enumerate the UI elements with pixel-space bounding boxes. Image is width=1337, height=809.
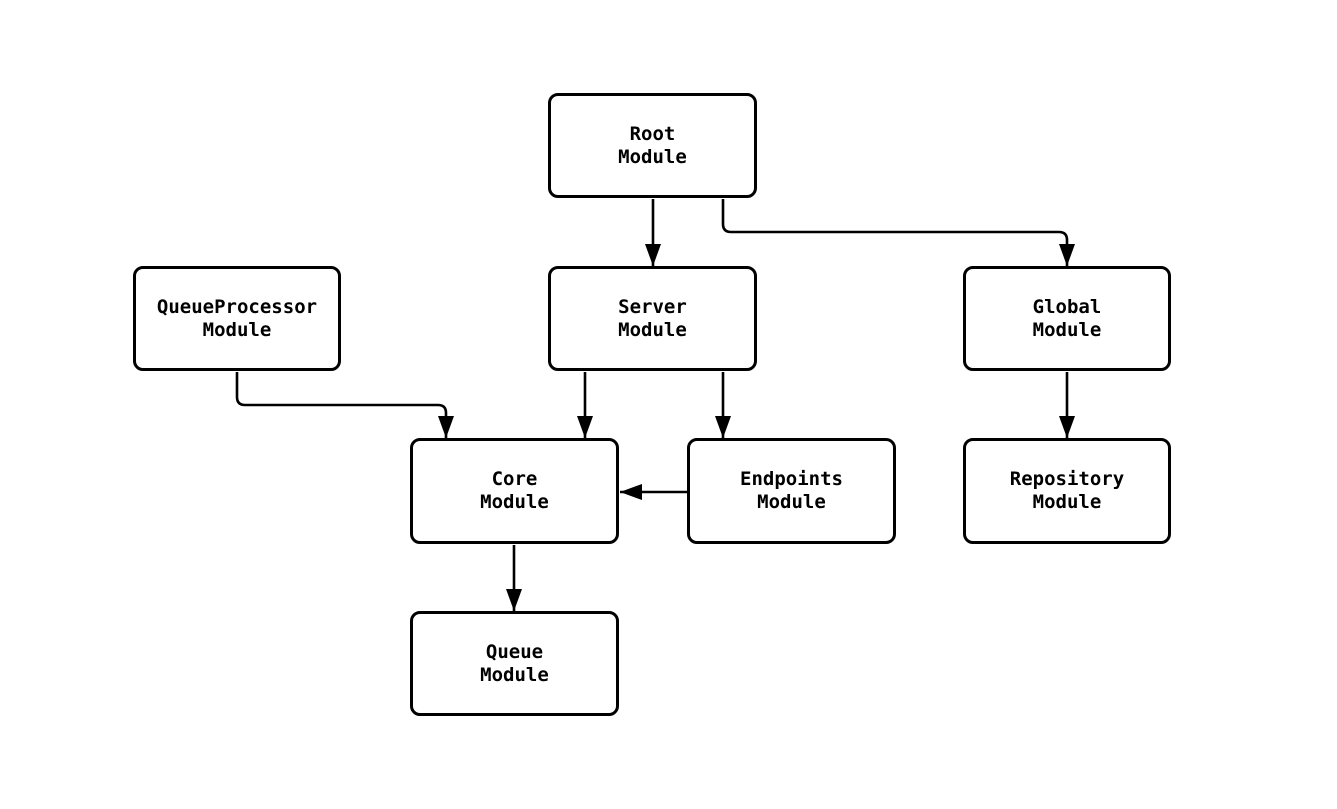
node-core-module-label: Core Module [480, 468, 549, 513]
node-server-module: Server Module [548, 266, 757, 371]
edge-queueprocessor-to-core [235, 372, 454, 438]
node-root-module: Root Module [548, 93, 757, 198]
node-repository-module-label: Repository Module [1009, 468, 1125, 513]
node-queueprocessor-module-label: QueueProcessor Module [156, 295, 318, 341]
node-root-module-label: Root Module [618, 122, 687, 168]
node-global-module: Global Module [963, 266, 1171, 371]
node-queue-module-label: Queue Module [480, 640, 549, 686]
node-queueprocessor-module: QueueProcessor Module [133, 266, 341, 371]
node-repository-module: Repository Module [963, 438, 1171, 544]
node-global-module-label: Global Module [1032, 295, 1102, 341]
edge-root-to-global [721, 199, 1075, 266]
node-endpoints-module-label: Endpoints Module [740, 468, 843, 513]
node-server-module-label: Server Module [618, 295, 687, 341]
node-queue-module: Queue Module [410, 611, 619, 716]
node-endpoints-module: Endpoints Module [687, 438, 896, 544]
node-core-module: Core Module [410, 438, 619, 544]
